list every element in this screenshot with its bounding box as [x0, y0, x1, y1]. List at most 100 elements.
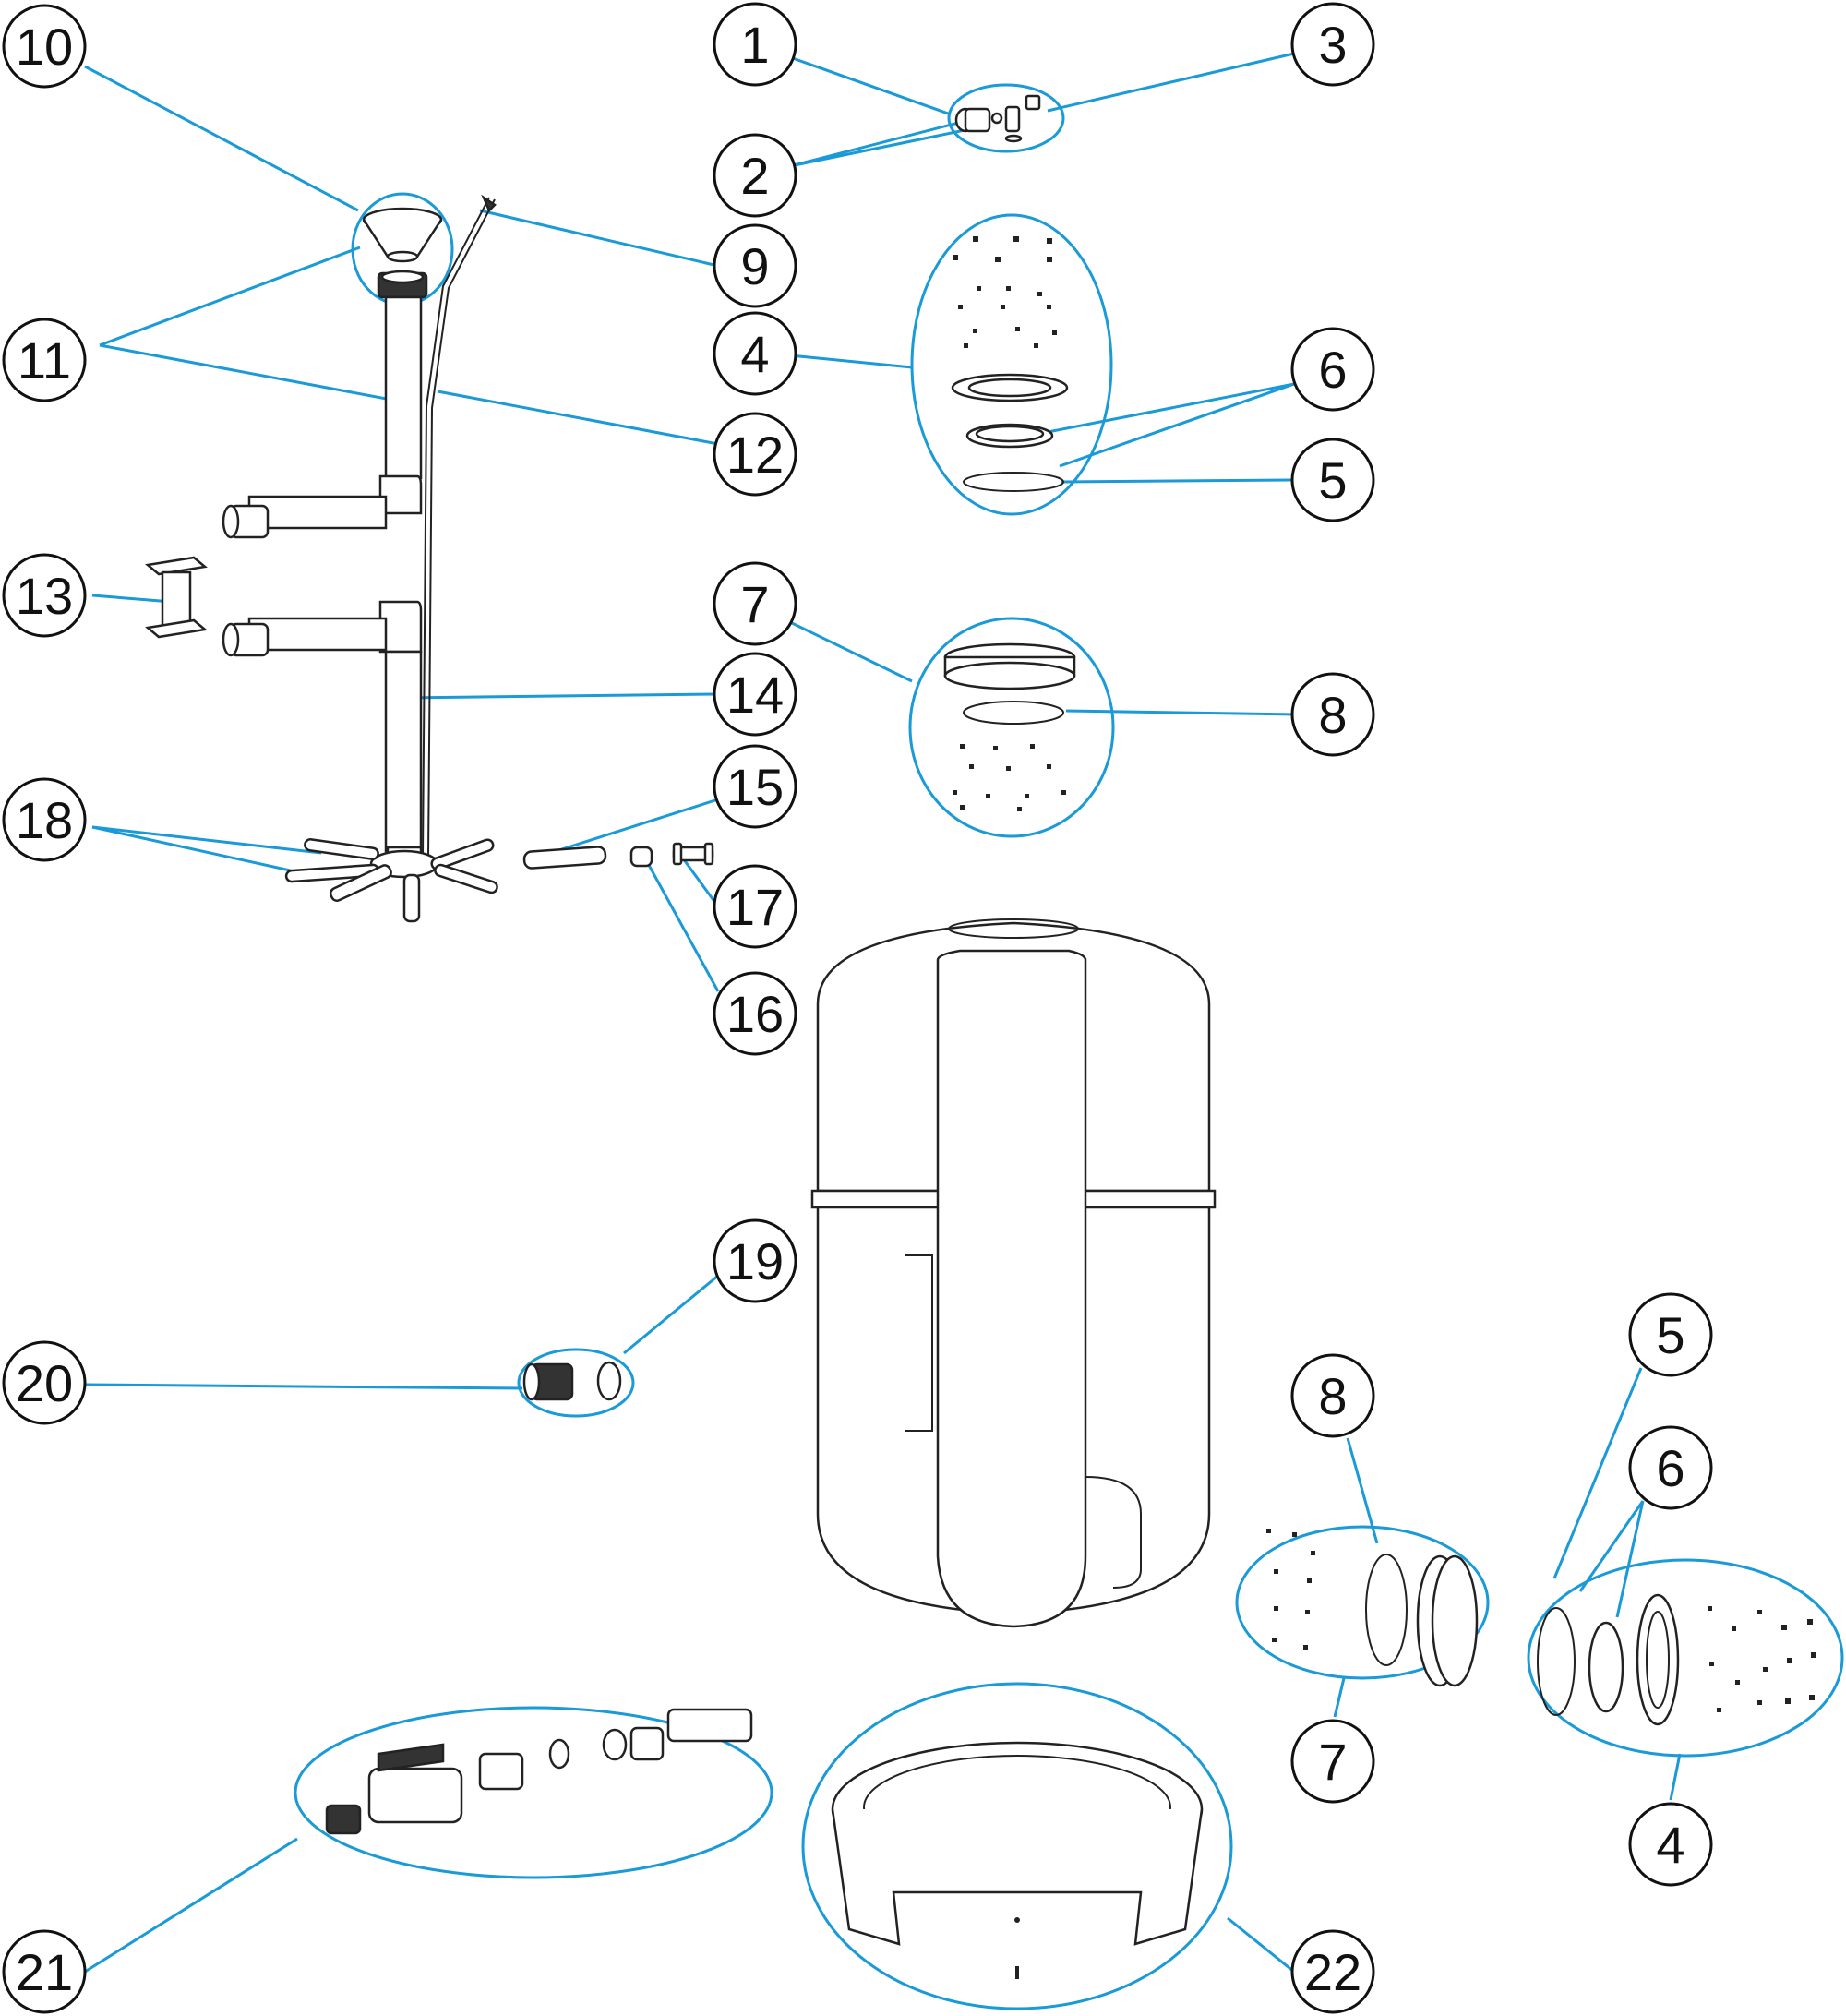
svg-text:3: 3 — [1318, 16, 1347, 74]
callout-10: 10 — [2, 4, 87, 89]
part-18-laterals-hub — [284, 838, 498, 923]
callout-22: 22 — [1290, 1929, 1375, 2014]
callout-4b: 4 — [1628, 1802, 1713, 1887]
callout-16: 16 — [713, 971, 797, 1056]
leader-7b — [1333, 1677, 1346, 1718]
callout-7: 7 — [713, 561, 797, 646]
part-4-5-6-top-cover — [951, 236, 1069, 492]
svg-text:5: 5 — [1318, 451, 1347, 510]
part-19-20-union — [522, 1361, 622, 1401]
group-7b-8b — [1235, 1525, 1490, 1680]
leader-lines — [84, 52, 1682, 1974]
group-ellipses — [294, 83, 1844, 2010]
leader-11b — [99, 343, 407, 404]
callout-19: 19 — [713, 1218, 797, 1303]
callout-11: 11 — [2, 318, 87, 402]
leader-7 — [789, 620, 913, 683]
leader-10 — [84, 65, 359, 212]
leader-2b — [789, 127, 970, 168]
leader-1 — [789, 55, 952, 116]
leader-8 — [1065, 709, 1295, 716]
part-7b-8b-side-clamp — [1266, 1529, 1479, 1687]
svg-text:19: 19 — [726, 1232, 784, 1290]
callout-18: 18 — [2, 777, 87, 862]
callout-8: 8 — [1290, 672, 1375, 757]
leader-14 — [402, 692, 719, 700]
svg-text:7: 7 — [1318, 1733, 1347, 1791]
part-11-14-central-pipe — [222, 295, 423, 853]
leader-4 — [789, 354, 913, 369]
svg-text:9: 9 — [740, 237, 769, 295]
leader-3 — [1047, 52, 1295, 113]
leader-5 — [1061, 478, 1295, 484]
leader-4b — [1669, 1753, 1682, 1801]
side-clamp-bolts — [1266, 1529, 1315, 1650]
svg-text:4: 4 — [740, 325, 769, 383]
leader-15 — [544, 798, 719, 857]
svg-text:20: 20 — [16, 1354, 73, 1412]
svg-text:12: 12 — [726, 426, 784, 484]
svg-text:13: 13 — [16, 567, 73, 625]
callout-4: 4 — [713, 311, 797, 396]
callout-1: 1 — [713, 2, 797, 87]
part-10-11-diffuser — [362, 207, 443, 299]
svg-text:16: 16 — [726, 985, 784, 1043]
svg-text:4: 4 — [1656, 1816, 1684, 1874]
cover-bolts — [953, 236, 1057, 348]
svg-text:11: 11 — [18, 331, 71, 390]
svg-text:8: 8 — [1318, 1367, 1347, 1425]
svg-text:6: 6 — [1656, 1439, 1684, 1497]
callout-6b: 6 — [1628, 1425, 1713, 1510]
leader-17 — [681, 858, 720, 907]
part-22-base — [831, 1741, 1204, 1979]
part-1-2-3-fittings — [954, 94, 1041, 143]
callout-2: 2 — [713, 133, 797, 218]
svg-text:6: 6 — [1318, 341, 1347, 399]
part-9-12-air-tube — [422, 194, 497, 858]
leader-2a — [789, 118, 970, 168]
group-4b-5b-6b — [1527, 1558, 1844, 1758]
callout-14: 14 — [713, 652, 797, 737]
group-21 — [294, 1706, 773, 1879]
part-13-bracket — [145, 556, 208, 639]
leader-19 — [623, 1274, 719, 1355]
callout-5: 5 — [1290, 438, 1375, 522]
group-7-8 — [908, 617, 1115, 838]
leader-22 — [1227, 1916, 1295, 1974]
svg-text:5: 5 — [1656, 1306, 1684, 1364]
svg-text:2: 2 — [740, 147, 769, 205]
svg-text:18: 18 — [16, 791, 73, 849]
svg-text:7: 7 — [740, 575, 769, 633]
callout-8b: 8 — [1290, 1353, 1375, 1438]
callout-20: 20 — [2, 1340, 87, 1425]
leader-20 — [84, 1383, 523, 1390]
svg-text:21: 21 — [16, 1943, 73, 2001]
callout-9: 9 — [713, 223, 797, 308]
svg-text:15: 15 — [726, 758, 784, 816]
callout-12: 12 — [713, 412, 797, 497]
svg-text:22: 22 — [1304, 1943, 1361, 2001]
side-cover-bolts — [1708, 1606, 1816, 1712]
leader-18a — [91, 825, 322, 855]
clamp-bolts — [953, 744, 1066, 811]
group-4-5-6 — [910, 213, 1113, 516]
svg-text:1: 1 — [740, 16, 769, 74]
callout-13: 13 — [2, 553, 87, 638]
callout-7b: 7 — [1290, 1719, 1375, 1804]
leader-13 — [91, 594, 173, 604]
leader-12 — [437, 390, 719, 446]
leader-18b — [91, 825, 304, 875]
leader-6b-b — [1615, 1500, 1645, 1618]
group-19-20 — [517, 1348, 635, 1418]
leader-11a — [99, 246, 361, 347]
svg-text:8: 8 — [1318, 686, 1347, 744]
svg-text:17: 17 — [726, 878, 784, 936]
callout-6: 6 — [1290, 327, 1375, 412]
callouts: 1 2 3 4 5 6 7 8 9 10 11 12 13 14 15 16 1… — [2, 2, 1713, 2014]
group-22 — [801, 1682, 1233, 2010]
leader-6b — [1059, 382, 1295, 468]
svg-text:14: 14 — [726, 666, 784, 724]
leader-16 — [642, 856, 720, 992]
leader-6b-a — [1578, 1500, 1645, 1592]
